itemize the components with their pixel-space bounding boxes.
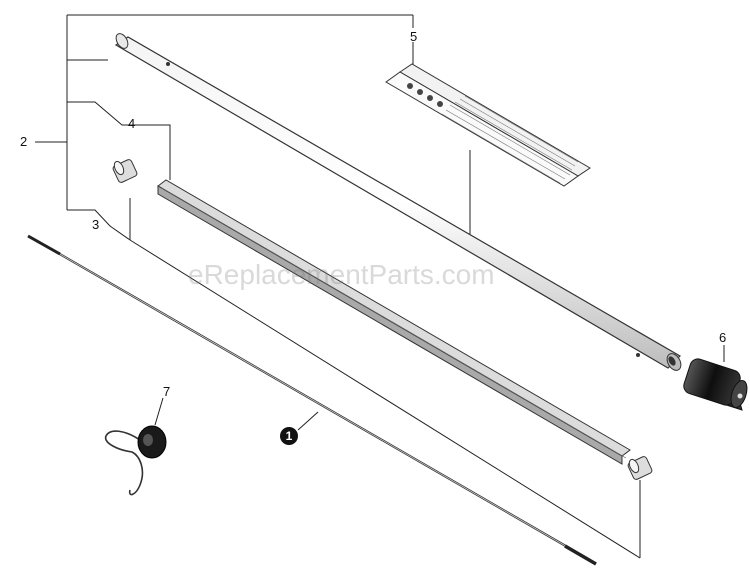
watermark: eReplacementParts.com: [188, 259, 495, 290]
bushing-bottom: [627, 456, 653, 480]
callout-7: 7: [163, 384, 171, 399]
drive-shaft: [27, 234, 597, 566]
shaft-liner: [157, 179, 631, 465]
callout-3: 3: [92, 217, 100, 232]
leader-lines: [35, 14, 725, 559]
main-shaft-tube: [114, 33, 682, 371]
callout-4: 4: [128, 116, 136, 131]
callout-1: 1: [280, 427, 298, 445]
handle-grip: [683, 358, 748, 411]
warning-decal: [385, 63, 591, 187]
bushing-top: [112, 159, 138, 183]
callout-6: 6: [719, 330, 727, 345]
callout-2: 2: [20, 134, 28, 149]
callout-5: 5: [410, 29, 418, 44]
hanger-clip: [104, 425, 167, 496]
